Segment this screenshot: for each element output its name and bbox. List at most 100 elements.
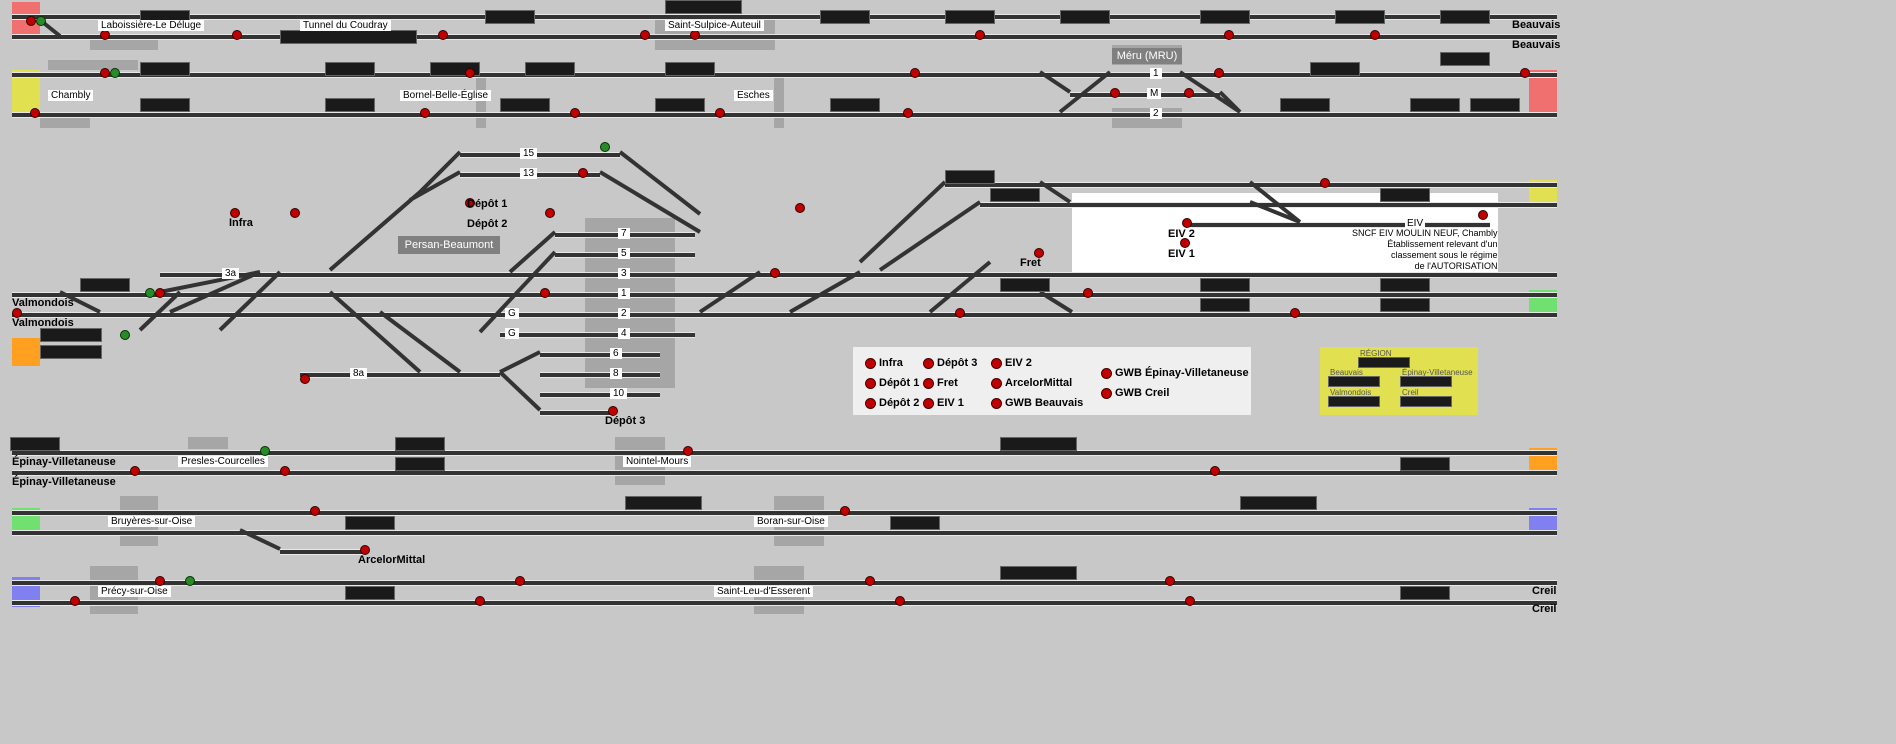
platform [90, 40, 158, 50]
block-indicator [140, 62, 190, 76]
block-indicator [1060, 10, 1110, 24]
signal-light[interactable] [903, 108, 913, 118]
legend-gwb-beauvais[interactable]: GWB Beauvais [991, 397, 1083, 409]
signal-light[interactable] [795, 203, 805, 213]
signal-light[interactable] [230, 208, 240, 218]
signal-light[interactable] [420, 108, 430, 118]
signal-light[interactable] [540, 288, 550, 298]
signal-light-green[interactable] [120, 330, 130, 340]
track [12, 292, 1557, 298]
signal-light[interactable] [1110, 88, 1120, 98]
signal-light[interactable] [683, 446, 693, 456]
track [12, 580, 1557, 586]
red-dot-icon [865, 357, 876, 369]
signal-light[interactable] [578, 168, 588, 178]
signal-light[interactable] [438, 30, 448, 40]
signal-light[interactable] [155, 576, 165, 586]
edge-block-valmondois-left[interactable] [12, 338, 40, 366]
signal-light[interactable] [12, 308, 22, 318]
track [12, 14, 1557, 20]
signal-light[interactable] [770, 268, 780, 278]
signal-light[interactable] [1224, 30, 1234, 40]
region-indicator[interactable] [1328, 376, 1380, 387]
track-number: 10 [610, 388, 628, 399]
signal-light[interactable] [690, 30, 700, 40]
signal-light[interactable] [1478, 210, 1488, 220]
signal-light[interactable] [1180, 238, 1190, 248]
signal-light[interactable] [1185, 596, 1195, 606]
signal-light[interactable] [100, 30, 110, 40]
region-creil: Creil [1402, 388, 1419, 397]
signal-light[interactable] [545, 208, 555, 218]
signal-light[interactable] [640, 30, 650, 40]
signal-light-green[interactable] [110, 68, 120, 78]
signal-light[interactable] [840, 506, 850, 516]
block-indicator [1335, 10, 1385, 24]
signal-light-green[interactable] [600, 142, 610, 152]
signal-light[interactable] [1165, 576, 1175, 586]
signal-light[interactable] [100, 68, 110, 78]
signal-light[interactable] [26, 16, 36, 26]
station-label: Épinay-Villetaneuse [12, 476, 116, 488]
signal-light[interactable] [608, 406, 618, 416]
signal-light[interactable] [1083, 288, 1093, 298]
block-indicator [1200, 278, 1250, 292]
signal-light[interactable] [1290, 308, 1300, 318]
legend-eiv2[interactable]: EIV 2 [991, 357, 1032, 369]
region-indicator[interactable] [1400, 396, 1452, 407]
signal-light-green[interactable] [260, 446, 270, 456]
signal-light[interactable] [1184, 88, 1194, 98]
signal-light[interactable] [1210, 466, 1220, 476]
track [12, 470, 1557, 476]
signal-light[interactable] [232, 30, 242, 40]
signal-light[interactable] [1370, 30, 1380, 40]
legend-eiv1[interactable]: EIV 1 [923, 397, 964, 409]
legend-depot2[interactable]: Dépôt 2 [865, 397, 919, 409]
track [300, 372, 500, 378]
signal-light-green[interactable] [185, 576, 195, 586]
signal-light[interactable] [70, 596, 80, 606]
signal-light[interactable] [1320, 178, 1330, 188]
legend-label: Dépôt 1 [879, 377, 920, 389]
signal-light[interactable] [910, 68, 920, 78]
track [1190, 222, 1490, 228]
signal-light[interactable] [30, 108, 40, 118]
legend-depot3[interactable]: Dépôt 3 [923, 357, 977, 369]
signal-light-green[interactable] [36, 16, 46, 26]
signal-light[interactable] [1520, 68, 1530, 78]
region-indicator[interactable] [1400, 376, 1452, 387]
legend-infra[interactable]: Infra [865, 357, 903, 369]
signal-light[interactable] [895, 596, 905, 606]
signal-light[interactable] [465, 68, 475, 78]
region-indicator[interactable] [1328, 396, 1380, 407]
signal-light[interactable] [155, 288, 165, 298]
signal-light[interactable] [1214, 68, 1224, 78]
signal-light[interactable] [975, 30, 985, 40]
block-indicator [325, 98, 375, 112]
legend-gwb-creil[interactable]: GWB Creil [1101, 387, 1169, 399]
legend-depot1[interactable]: Dépôt 1 [865, 377, 919, 389]
signal-light[interactable] [570, 108, 580, 118]
legend-arcelor[interactable]: ArcelorMittal [991, 377, 1072, 389]
legend-gwb-epinay[interactable]: GWB Épinay-Villetaneuse [1101, 367, 1249, 379]
signal-light[interactable] [130, 466, 140, 476]
signal-light[interactable] [360, 545, 370, 555]
eiv-note-line: classement sous le régime [1390, 250, 1498, 260]
signal-light[interactable] [955, 308, 965, 318]
signal-light[interactable] [715, 108, 725, 118]
signal-light[interactable] [465, 198, 475, 208]
signal-light[interactable] [1182, 218, 1192, 228]
edge-block-beauvais-right[interactable] [1529, 70, 1557, 118]
signal-light[interactable] [1034, 248, 1044, 258]
signal-light[interactable] [475, 596, 485, 606]
signal-light[interactable] [290, 208, 300, 218]
signal-light-green[interactable] [145, 288, 155, 298]
signal-light[interactable] [310, 506, 320, 516]
signal-light[interactable] [865, 576, 875, 586]
signal-light[interactable] [300, 374, 310, 384]
signal-light[interactable] [515, 576, 525, 586]
block-indicator [1440, 10, 1490, 24]
signal-light[interactable] [280, 466, 290, 476]
block-indicator [395, 457, 445, 471]
legend-fret[interactable]: Fret [923, 377, 958, 389]
